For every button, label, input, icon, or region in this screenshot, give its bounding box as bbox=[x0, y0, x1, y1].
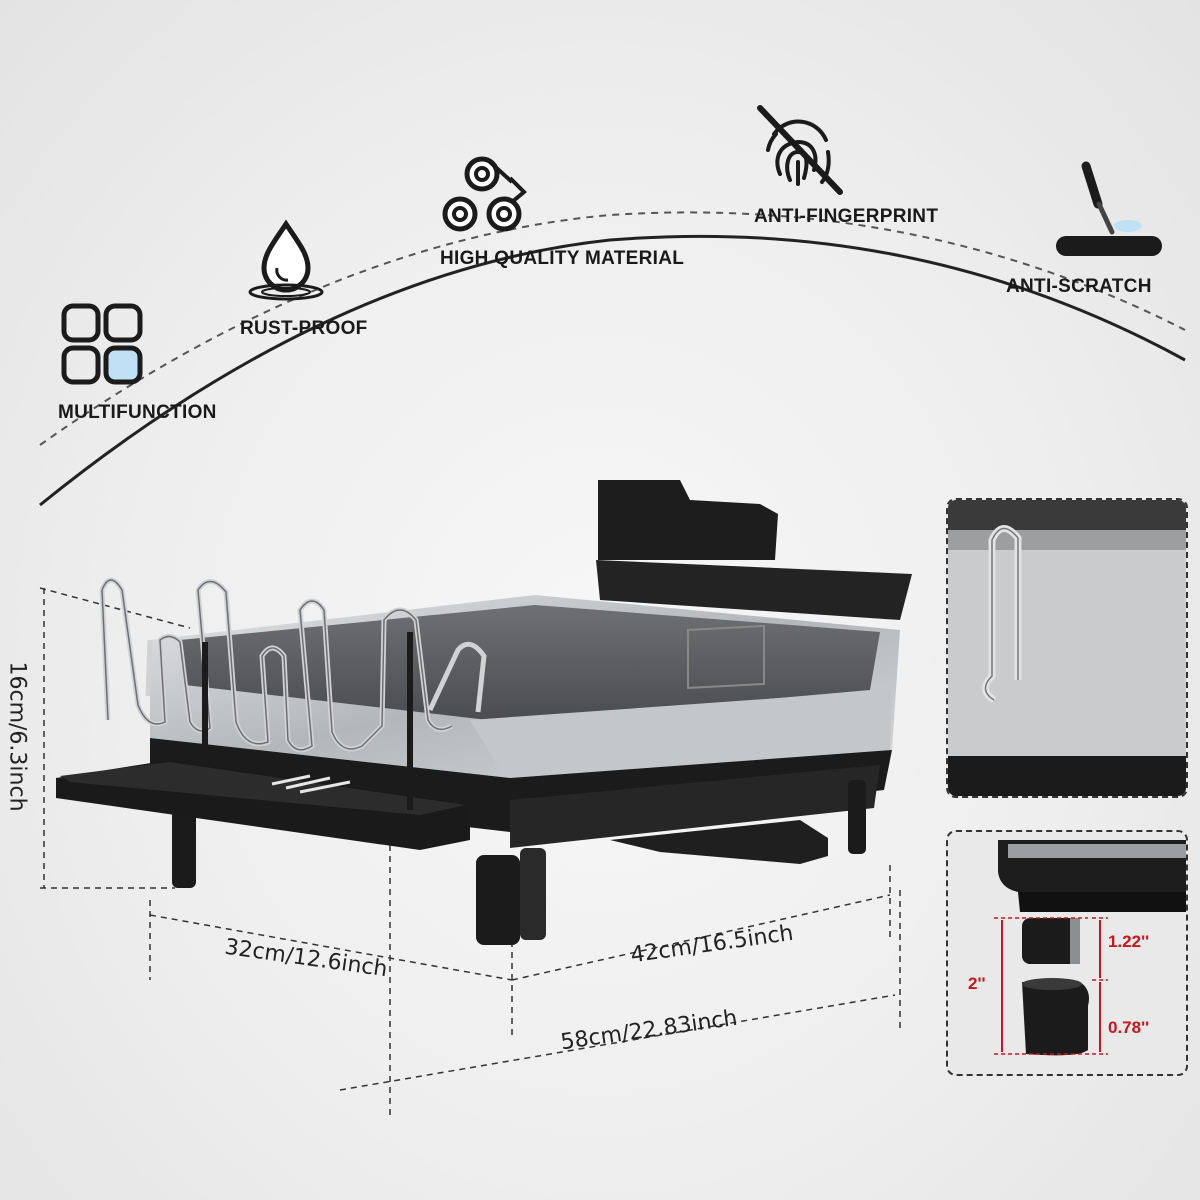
leg-total-height-label: 2'' bbox=[968, 974, 986, 993]
leg-detail-image bbox=[994, 840, 1186, 1056]
feature-label-anti-scratch: ANTI-SCRATCH bbox=[1006, 276, 1152, 297]
leg-lower-height-label: 0.78'' bbox=[1108, 1018, 1150, 1037]
dish-rack-product bbox=[39, 480, 912, 1120]
wire-hook-detail-inset bbox=[946, 498, 1188, 798]
leg-detail-inset: 2'' 1.22'' 0.78'' bbox=[946, 830, 1188, 1076]
leg-upper-height-label: 1.22'' bbox=[1108, 932, 1150, 951]
wire-hook-detail-image bbox=[948, 500, 1186, 796]
four-squares-icon bbox=[61, 303, 143, 385]
feature-arcs bbox=[39, 211, 1186, 507]
feature-label-rust-proof: RUST-PROOF bbox=[240, 318, 368, 339]
height-dimension-label: 16cm/6.3inch bbox=[4, 661, 30, 812]
fingerprint-slash-icon bbox=[757, 105, 843, 195]
rolled-sheets-icon bbox=[442, 156, 527, 232]
feature-label-high-quality-material: HIGH QUALITY MATERIAL bbox=[440, 248, 685, 269]
knife-scratch-icon bbox=[1056, 161, 1162, 256]
feature-label-anti-fingerprint: ANTI-FINGERPRINT bbox=[754, 206, 939, 227]
water-drop-icon bbox=[248, 219, 324, 301]
feature-label-multifunction: MULTIFUNCTION bbox=[58, 402, 217, 423]
